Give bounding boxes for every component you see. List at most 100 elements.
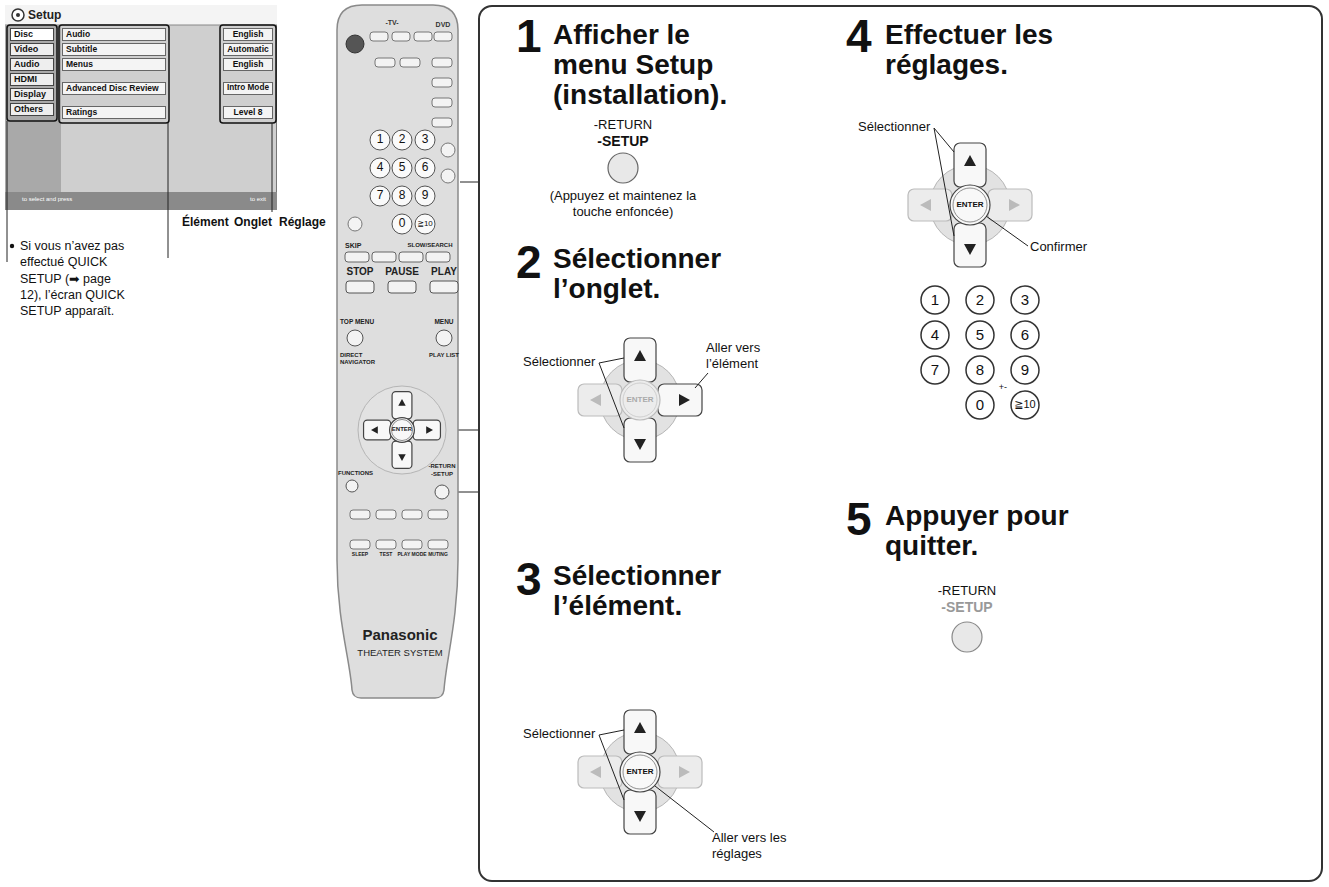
button-label: TEST [380,552,393,558]
button-label: -SETUP [431,471,453,478]
right-button [413,420,440,440]
callout-label: Sélectionner [523,727,595,742]
key-number: 1 [931,291,939,308]
up-button [624,710,656,754]
item-box: Menus [62,58,166,71]
button-label: FUNCTIONS [338,470,373,477]
small-button [428,540,448,549]
small-button [432,118,452,127]
button-label: STOP [346,266,373,278]
step-title: Sélectionner l’élément. [553,561,758,621]
leader-line [7,121,8,262]
screen-footer [5,192,277,210]
tab-box: HDMI [10,73,54,86]
key-number: 7 [931,361,939,378]
up-arrow [964,155,976,166]
node-title: Setup [28,9,61,23]
left-arrow [590,766,601,778]
number-key [1011,286,1039,314]
pad-ring [358,386,446,474]
remote-body [337,5,458,698]
small-button [432,78,452,87]
item-box: Audio [62,28,166,41]
box-label: Menus [66,60,93,69]
key-number: 4 [377,161,384,175]
number-key [415,186,435,206]
right-button [658,384,702,416]
key-number: ≧10 [417,219,433,228]
return-setup-button [435,485,449,499]
left-button [578,756,622,788]
setting-group-outline [220,25,276,123]
screen-header [5,5,277,25]
setting-box: English [223,58,273,71]
number-key [370,130,390,150]
left-button [578,384,622,416]
leader-line [655,786,714,832]
small-button [370,32,388,41]
step-title: Appuyer pour quitter. [885,501,1090,561]
menu-button [436,330,452,346]
step-number: 4 [846,10,872,63]
leader-line [599,730,624,735]
power-button [346,35,364,53]
step-title: Sélectionner l’onglet. [553,244,758,304]
key-number: 6 [1021,326,1029,343]
leader-line [460,182,478,183]
callout-label: +- [999,382,1007,392]
number-key [1011,321,1039,349]
key-number: 2 [976,291,984,308]
button-label: SKIP [345,242,361,250]
small-button [432,98,452,107]
step-number: 2 [516,236,542,289]
leader-line [599,735,624,800]
button-label: PLAY [431,266,457,278]
callout-label: ENTER [626,767,653,776]
number-key [392,158,412,178]
up-arrow [634,350,646,361]
step-number: 5 [846,493,872,546]
volume-up [441,143,455,157]
up-button [392,392,412,419]
down-button [624,418,656,462]
skip-search-button [399,252,423,262]
small-button [376,510,396,519]
node-title: Panasonic [362,626,437,643]
callout-label: -SETUP [597,133,648,149]
enter-button [620,752,660,792]
leader-line [934,128,954,152]
return-setup-button [952,622,982,652]
item-box: Ratings [62,106,166,119]
volume-down [441,169,455,183]
small-button [400,58,420,67]
setting-box: Level 8 [223,106,273,119]
key-number: 6 [422,161,429,175]
small-button [434,32,452,41]
box-label: English [233,60,264,69]
enter-ring [623,383,657,417]
box-label: Others [14,105,43,114]
key-number: 8 [976,361,984,378]
callout-label: Confirmer [1030,240,1087,255]
button-label: PLAY MODE [397,552,426,558]
transport-button [388,281,416,293]
button-label: PAUSE [385,266,419,278]
leader-line [934,128,954,236]
number-key [415,214,435,234]
button-label: SLOW/SEARCH [408,242,453,249]
transport-button [346,281,374,293]
key-number: 7 [377,189,384,203]
number-key [921,356,949,384]
setup-icon [12,9,24,21]
number-key [370,186,390,206]
transport-button [430,281,458,293]
callout-label: -RETURN [594,118,653,133]
item-box: Subtitle [62,43,166,56]
callout-label: Sélectionner [523,355,595,370]
enter-button [950,185,990,225]
down-button [624,790,656,834]
number-key [921,321,949,349]
button-label: TOP MENU [340,318,374,325]
tab-box: Video [10,43,54,56]
small-button [402,540,422,549]
